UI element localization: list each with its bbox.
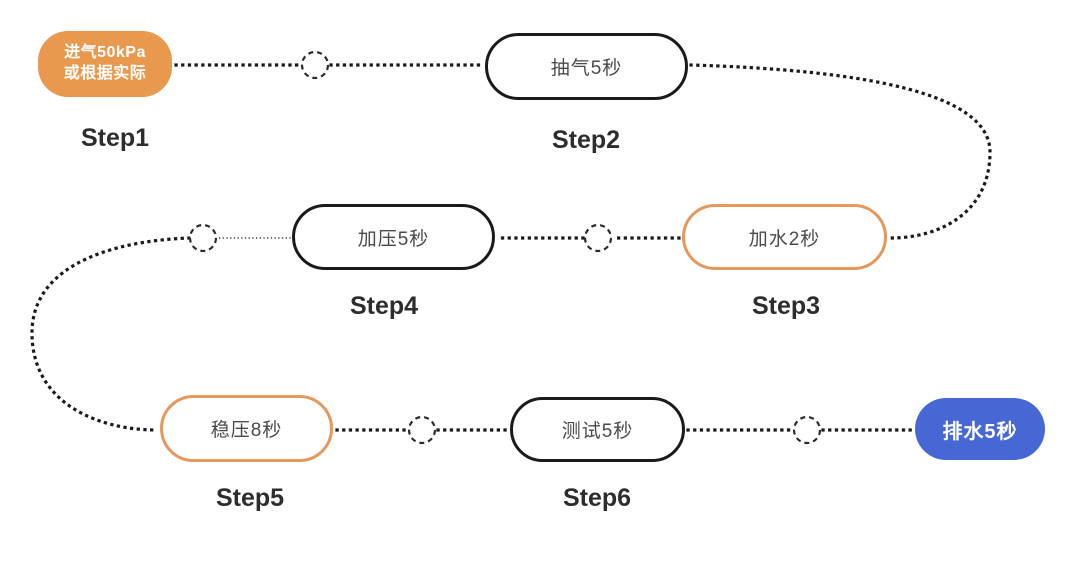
node-step2-text: 抽气5秒	[550, 58, 623, 79]
node-step5: 稳压8秒	[160, 395, 333, 462]
node-drain-text: 排水5秒	[942, 420, 1018, 443]
connector-step4-step5-curve	[30, 236, 191, 432]
node-step2: 抽气5秒	[485, 33, 688, 100]
junction-circle	[407, 415, 437, 445]
node-step5-text: 稳压8秒	[210, 420, 283, 441]
node-step4-text: 加压5秒	[357, 228, 430, 250]
node-drain: 排水5秒	[915, 398, 1045, 460]
node-step1: 进气50kPa 或根据实际	[38, 31, 172, 97]
junction-circle	[583, 223, 613, 253]
step-label-1: Step1	[80, 124, 150, 152]
step-label-2: Step2	[551, 126, 621, 154]
step-label-3: Step3	[751, 292, 821, 320]
node-step1-text-line2: 或根据实际	[63, 65, 147, 82]
node-step1-text-line1: 进气50kPa	[64, 44, 146, 62]
step-label-6: Step6	[562, 484, 632, 512]
node-step4: 加压5秒	[292, 204, 495, 270]
junction-circle	[188, 223, 218, 253]
junction-circle	[300, 50, 330, 80]
junction-circle	[792, 415, 822, 445]
node-step3-text: 加水2秒	[748, 228, 821, 250]
node-step6-text: 测试5秒	[561, 421, 634, 442]
node-step3: 加水2秒	[682, 204, 887, 270]
step-label-5: Step5	[215, 484, 285, 512]
step-label-4: Step4	[349, 292, 419, 320]
node-step6: 测试5秒	[510, 397, 685, 462]
connector-step2-step3-curve	[689, 63, 992, 240]
